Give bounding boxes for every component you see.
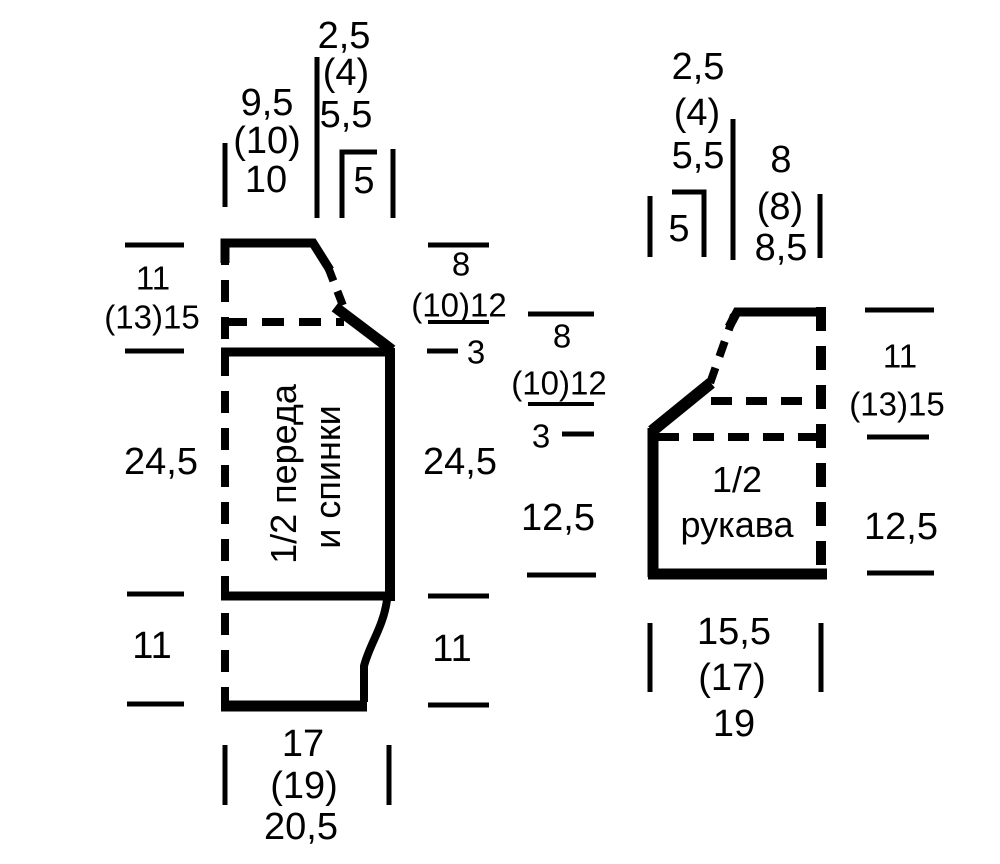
front-right-armhole-size-2: (10)12 xyxy=(411,286,507,324)
sleeve-right-cap-size-1: 11 xyxy=(882,337,918,375)
front-neck-depth-size-3: 5,5 xyxy=(319,94,373,136)
sleeve-left-cap-size-1: 8 xyxy=(552,317,572,355)
front-back-bottom-delimiters xyxy=(222,745,392,805)
front-left-side-height: 24,5 xyxy=(124,441,198,483)
sleeve-cap-solid-slope xyxy=(648,378,715,436)
front-back-top-delimiters xyxy=(222,57,396,218)
front-bottom-width-size-3: 20,5 xyxy=(264,806,338,848)
front-back-shoulder-dashed-slope xyxy=(324,265,351,318)
sleeve-cap-top-size-1: 8 xyxy=(770,139,792,181)
front-back-right-ticks xyxy=(427,242,489,708)
front-neck-depth-size-2: (4) xyxy=(322,52,370,94)
front-back-armhole-solid-slope xyxy=(331,302,396,355)
sleeve-right-ticks xyxy=(865,307,934,576)
sleeve-bottom-width-size-2: (17) xyxy=(698,657,766,699)
sleeve-cap-top-solid-line xyxy=(725,307,821,330)
front-right-armhole-size-1: 8 xyxy=(451,245,471,283)
front-back-piece-title-line-1: 1/2 переда xyxy=(263,384,304,564)
sleeve-cap-neck-width: 5 xyxy=(668,208,690,250)
sleeve-left-cap-bindoff: 3 xyxy=(531,417,551,455)
front-back-shoulder-solid-line xyxy=(220,238,334,273)
front-right-side-height: 24,5 xyxy=(423,441,497,483)
front-right-armhole-bindoff: 3 xyxy=(466,333,486,371)
front-bottom-width-size-2: (19) xyxy=(270,765,338,807)
front-back-hem-curve xyxy=(360,599,391,702)
sleeve-bottom-width-size-1: 15,5 xyxy=(697,611,771,653)
sleeve-left-ticks xyxy=(527,311,596,578)
front-left-hem-height: 11 xyxy=(132,625,172,667)
front-left-armhole-size-1: 11 xyxy=(135,259,171,297)
front-back-left-ticks xyxy=(125,242,184,707)
neck-corner-bracket xyxy=(672,189,707,257)
sleeve-left-cap-size-2: (10)12 xyxy=(511,364,607,402)
front-right-hem-height: 11 xyxy=(432,628,472,670)
front-shoulder-size-3: 10 xyxy=(244,159,288,201)
front-back-piece-outline xyxy=(220,238,396,712)
front-shoulder-size-1: 9,5 xyxy=(240,82,294,124)
neck-corner-bracket xyxy=(339,149,377,218)
sleeve-right-cap-size-2: (13)15 xyxy=(849,385,945,423)
sleeve-cap-dashed-slope xyxy=(704,313,738,391)
sleeve-top-delimiters xyxy=(647,119,823,260)
sleeve-bottom-width-size-3: 19 xyxy=(712,703,756,745)
sleeve-cap-slope-size-1: 2,5 xyxy=(671,46,725,88)
sleeve-piece-title-line-1: 1/2 xyxy=(711,459,763,500)
sleeve-cap-slope-size-3: 5,5 xyxy=(671,135,725,177)
sleeve-piece-outline xyxy=(647,307,827,580)
front-back-piece-title-line-2: и спинки xyxy=(307,405,348,549)
front-shoulder-size-2: (10) xyxy=(233,120,301,162)
front-neck-depth-size-1: 2,5 xyxy=(317,15,371,57)
front-left-armhole-size-2: (13)15 xyxy=(104,298,200,336)
sleeve-left-side-height: 12,5 xyxy=(521,497,595,539)
sleeve-piece-title-line-2: рукава xyxy=(680,504,794,545)
sleeve-cap-slope-size-2: (4) xyxy=(673,92,721,134)
sleeve-right-side-height: 12,5 xyxy=(864,506,938,548)
sleeve-cap-top-size-3: 8,5 xyxy=(754,227,808,269)
sleeve-cap-top-size-2: (8) xyxy=(756,186,804,228)
sleeve-bottom-delimiters xyxy=(647,623,824,692)
front-bottom-width-size-1: 17 xyxy=(281,723,325,765)
front-neck-width: 5 xyxy=(353,160,375,202)
